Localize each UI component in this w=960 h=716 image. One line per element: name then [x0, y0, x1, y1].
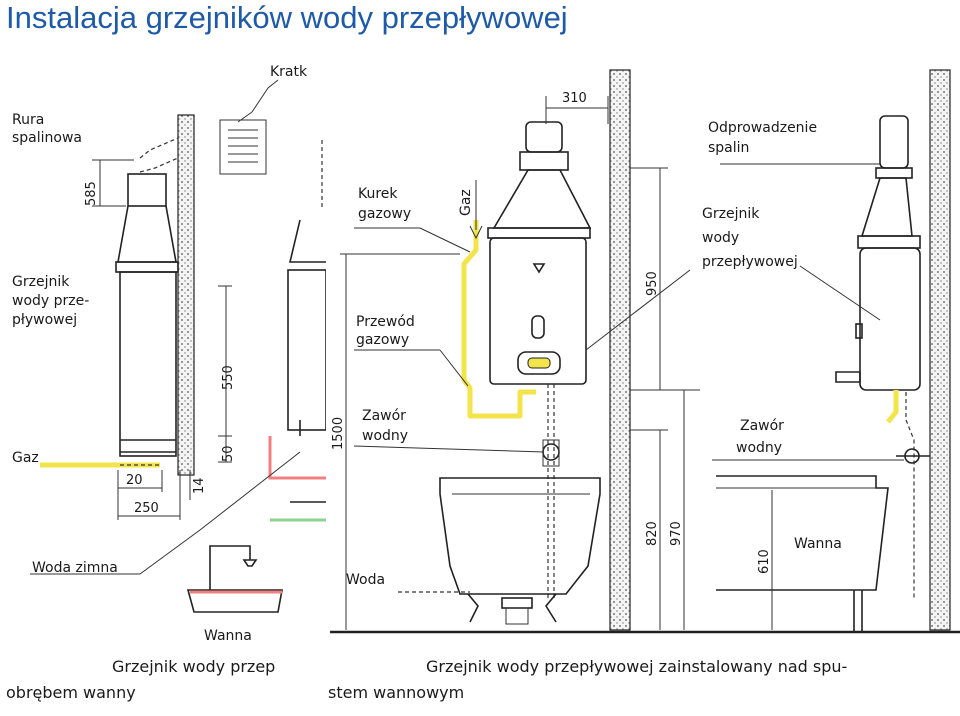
left-heater-2-body — [287, 269, 327, 431]
dim-610: 610 — [757, 549, 772, 574]
left-dimension-labels: 585 550 50 20 250 14 — [84, 181, 236, 516]
label-right-bath: Wanna — [794, 536, 842, 552]
label-gas-valve-line1: Kurek — [358, 186, 398, 202]
right-gas-line — [886, 390, 899, 424]
page-title: Instalacja grzejników wody przepływowej — [6, 0, 568, 35]
label-gas-pipe-line1: Przewód — [356, 314, 415, 330]
middle-heater-hood — [492, 169, 592, 229]
right-caption-line2: stem wannowym — [328, 683, 464, 702]
dim-550: 550 — [221, 365, 236, 390]
middle-dimension-labels: 310 950 1500 820 970 — [331, 91, 684, 546]
left-dimensions — [92, 159, 232, 520]
grate-slots — [228, 129, 258, 163]
right-heater-tap — [835, 371, 861, 383]
label-water-valve-line1: Zawór — [362, 408, 406, 424]
label-heater-line2: wody prze- — [12, 293, 89, 309]
right-water-pipe — [905, 392, 915, 600]
left-heater-body — [119, 271, 177, 457]
right-caption-line1: Grzejnik wody przepływowej zainstalowany… — [426, 657, 847, 676]
dim-250: 250 — [134, 501, 159, 516]
label-bath: Wanna — [204, 628, 252, 644]
panel-gap — [326, 56, 330, 656]
label-heater-line3: pływowej — [12, 312, 77, 328]
label-right-valve-line2: wodny — [736, 440, 782, 456]
label-water-valve-line2: wodny — [362, 428, 408, 444]
flue-pipe-elbow — [139, 137, 179, 173]
dim-1500: 1500 — [331, 417, 346, 450]
label-flue-pipe-line1: Rura — [12, 112, 44, 128]
label-flue-line2: spalin — [708, 140, 749, 156]
label-right-valve-line1: Zawór — [740, 418, 784, 434]
dim-20: 20 — [126, 473, 143, 488]
hot-water-line — [268, 436, 326, 480]
left-heater-2-hood — [288, 219, 326, 263]
middle-bath — [439, 477, 601, 595]
left-bath — [186, 589, 283, 613]
label-gas-pipe-line2: gazowy — [356, 332, 409, 348]
dim-950: 950 — [645, 271, 660, 296]
middle-dimensions — [340, 96, 700, 630]
left-wall — [177, 114, 195, 476]
middle-heater-body — [489, 237, 587, 385]
middle-labels: Kurek gazowy Gaz Przewód gazowy Zawór wo… — [346, 186, 474, 588]
heater-hood — [117, 205, 177, 263]
label-cold-water: Woda zimna — [32, 560, 118, 576]
label-flue-line1: Odprowadzenie — [708, 120, 817, 136]
middle-leaders — [353, 227, 691, 453]
shower-pipe — [209, 545, 251, 590]
label-right-heater-line1: Grzejnik — [702, 206, 760, 222]
middle-panel: 310 950 1500 820 970 — [330, 69, 960, 634]
label-heater-line1: Grzejnik — [12, 274, 70, 290]
right-heater-leader — [799, 265, 881, 321]
label-gas-vertical: Gaz — [458, 189, 474, 216]
right-panel: 610 — [712, 69, 951, 632]
right-heater-hood — [860, 177, 913, 237]
label-gas: Gaz — [12, 450, 39, 466]
left-labels: Kratk Rura spalinowa Grzejnik wody prze-… — [6, 64, 308, 702]
right-bath — [716, 475, 889, 591]
grate — [219, 119, 267, 175]
left-caption-line1: Grzejnik wody przep — [112, 657, 275, 676]
middle-gas-pipe — [461, 220, 536, 419]
dim-820: 820 — [645, 521, 660, 546]
dim-585: 585 — [84, 181, 99, 206]
right-labels: Odprowadzenie spalin Grzejnik wody przep… — [328, 120, 847, 702]
right-flue — [879, 115, 909, 169]
grate-leader — [237, 111, 253, 123]
label-water: Woda — [346, 572, 385, 588]
right-heater-body — [859, 247, 921, 391]
dim-50: 50 — [221, 445, 236, 462]
middle-water-valve — [542, 443, 560, 461]
cold-water-leader — [139, 529, 201, 575]
label-right-heater-line2: wody — [702, 230, 739, 246]
middle-wall — [609, 69, 631, 631]
heater-burner — [517, 351, 561, 375]
label-gas-valve-line2: gazowy — [358, 206, 411, 222]
flue-pipe — [127, 173, 167, 207]
shower-head — [242, 559, 258, 567]
label-flue-pipe-line2: spalinowa — [12, 130, 82, 146]
left-panel: 585 550 50 20 250 14 — [30, 79, 327, 613]
label-right-heater-line3: przepływowej — [702, 254, 798, 270]
dim-14: 14 — [192, 477, 207, 494]
heater-window — [531, 315, 545, 339]
label-grate: Kratk — [270, 64, 308, 80]
dim-310: 310 — [562, 91, 587, 106]
middle-flue-cap — [525, 121, 563, 153]
dim-970: 970 — [669, 521, 684, 546]
right-wall — [929, 69, 951, 631]
left-caption-line2: obrębem wanny — [6, 683, 136, 702]
